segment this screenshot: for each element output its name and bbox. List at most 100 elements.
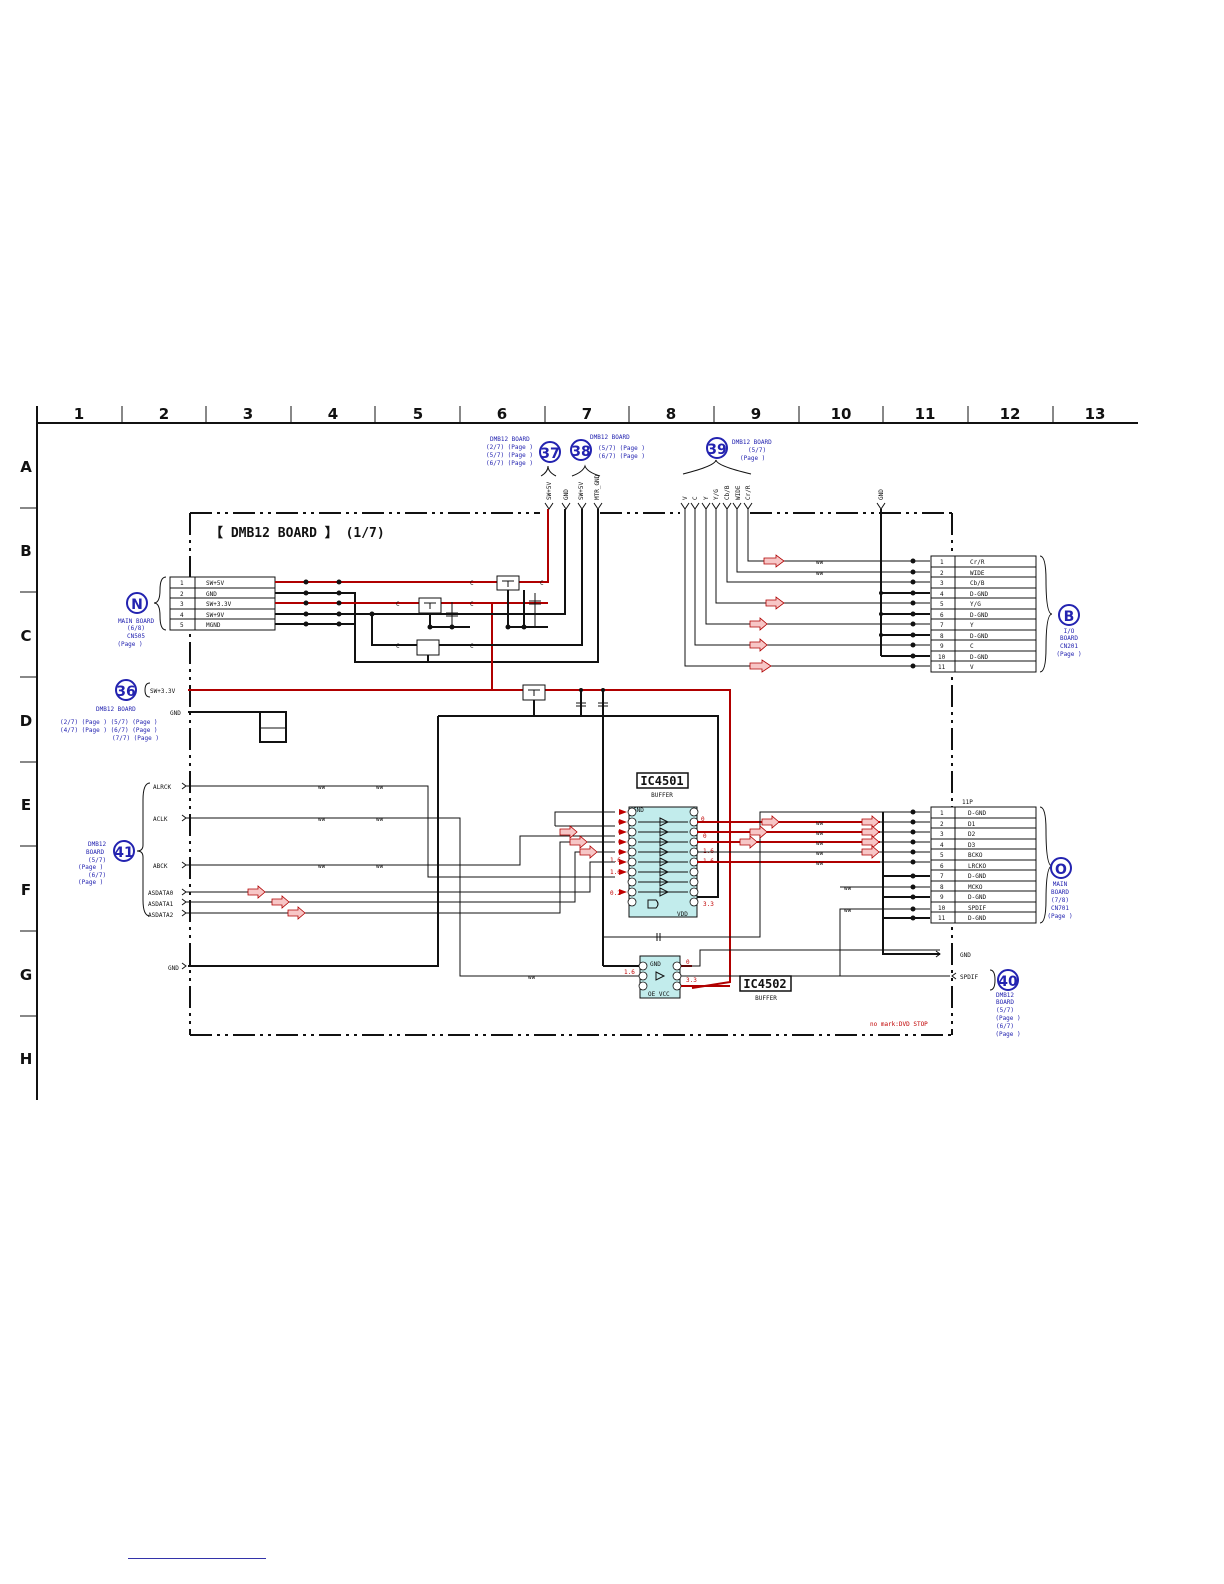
- signal-spdif: SPDIF: [960, 974, 978, 981]
- conn-o-pin2-num: 2: [940, 821, 944, 828]
- ref-36-line3: (4/7) (Page ) (6/7) (Page ): [60, 727, 158, 734]
- grid-col-13: 13: [1085, 405, 1106, 423]
- ic4501-v-2: 0: [618, 829, 622, 836]
- conn-n-cap3: CN505: [127, 633, 145, 640]
- top-signal-c: C: [692, 496, 699, 500]
- conn-b-pin5-name: Y/G: [970, 601, 981, 608]
- signal-gnd-right: GND: [960, 952, 971, 959]
- signal-alrck: ALRCK: [153, 784, 171, 791]
- ref-37-line3: (5/7) (Page ): [486, 452, 533, 459]
- conn-b-pin1-name: Cr/R: [970, 559, 985, 566]
- top-signal-v: V: [682, 496, 689, 500]
- conn-b-cap3: CN201: [1060, 643, 1078, 650]
- conn-n-pin2-num: 2: [180, 591, 184, 598]
- conn-b-pin2-name: WIDE: [970, 570, 985, 577]
- ref-39-line2: (5/7): [748, 447, 766, 454]
- cap-mark-5: C: [396, 643, 400, 650]
- footer-rule: [128, 1558, 266, 1559]
- conn-o-cap3: (7/8): [1051, 897, 1069, 904]
- res-aclk-3: ww: [528, 974, 536, 981]
- grid-row-h: H: [20, 1050, 33, 1068]
- conn-b-pin2-num: 2: [940, 570, 944, 577]
- right-signals: GND SPDIF: [840, 950, 996, 991]
- conn-b-pin11-num: 11: [938, 664, 946, 671]
- conn-n-pin4-name: SW+9V: [206, 612, 224, 619]
- conn-o-pin8-num: 8: [940, 884, 944, 891]
- conn-b-pin3-name: Cb/B: [970, 580, 985, 587]
- conn-n-pin5-num: 5: [180, 622, 184, 629]
- top-signal-mtr-gnd: MTR_GND: [594, 474, 601, 500]
- signal-asdata1: ASDATA1: [148, 901, 174, 908]
- ic4501-v-12: 3.3: [703, 901, 714, 908]
- grid-col-9: 9: [751, 405, 761, 423]
- conn-n-pin1-name: SW+5V: [206, 580, 224, 587]
- conn-o-pin5-num: 5: [940, 852, 944, 859]
- ref-40-line1: DMB12: [996, 992, 1014, 999]
- conn-o-pin6-num: 6: [940, 863, 944, 870]
- ref-37-line2: (2/7) (Page ): [486, 444, 533, 451]
- signal-asdata2: ASDATA2: [148, 912, 174, 919]
- grid-col-6: 6: [497, 405, 507, 423]
- top-signals: SW+5V GND SW+5V MTR_GND V C Y Y/G Cb/B W…: [546, 474, 885, 500]
- conn-n-pin1-num: 1: [180, 580, 184, 587]
- conn-b-pin11-name: V: [970, 664, 974, 671]
- conn-o-pin4-num: 4: [940, 842, 944, 849]
- conn-b-pin4-num: 4: [940, 591, 944, 598]
- conn-b-pin1-num: 1: [940, 559, 944, 566]
- ic4501-v-8: 0.2: [610, 890, 621, 897]
- ref-41-line1: DMB12: [88, 841, 106, 848]
- ref-39-line3: (Page ): [740, 455, 765, 462]
- conn-n-pin5-name: MGND: [206, 622, 221, 629]
- ref-36-line4: (7/7) (Page ): [112, 735, 159, 742]
- signal-sw33v: SW+3.3V: [150, 688, 176, 695]
- conn-o-pin3-name: D2: [968, 831, 976, 838]
- ref-40-line6: (Page ): [995, 1031, 1020, 1038]
- ref-41-line6: (Page ): [78, 879, 103, 886]
- ic4501-v-5: 0: [701, 816, 705, 823]
- conn-b-pin8-name: D-GND: [970, 633, 988, 640]
- ic4502-v-1: 1.6: [624, 969, 635, 976]
- conn-o-pin9-num: 9: [940, 894, 944, 901]
- res-aclk-1: ww: [318, 816, 326, 823]
- ref-41: 41 DMB12 BOARD (5/7) (Page ) (6/7) (Page…: [78, 782, 151, 917]
- grid-row-a: A: [20, 458, 32, 476]
- board-title: 【 DMB12 BOARD 】 (1/7): [210, 525, 385, 541]
- res-alrck-1: ww: [318, 784, 326, 791]
- top-signal-gnd: GND: [563, 489, 570, 500]
- conn-b-pin3-num: 3: [940, 580, 944, 587]
- res-out-2: ww: [816, 830, 824, 837]
- grid-frame: 1 2 3 4 5 6 7 8 9 10 11 12 13 A B C D E …: [20, 405, 1138, 1100]
- note-dvd-stop: no mark:DVD STOP: [870, 1021, 928, 1028]
- conn-o-pin2-name: D1: [968, 821, 976, 828]
- conn-b-pin7-num: 7: [940, 622, 944, 629]
- conn-b-pin10-name: D-GND: [970, 654, 988, 661]
- top-signal-gnd-right: GND: [878, 489, 885, 500]
- ref-37-line1: DMB12 BOARD: [490, 436, 530, 443]
- signal-aclk: ACLK: [153, 816, 168, 823]
- conn-b-pin6-num: 6: [940, 612, 944, 619]
- top-signal-yg: Y/G: [713, 489, 720, 500]
- ref-41-line4: (Page ): [78, 864, 103, 871]
- res-out-1: ww: [816, 820, 824, 827]
- ic4502-inner-bottom: OE VCC: [648, 991, 670, 998]
- signal-asdata0: ASDATA0: [148, 890, 174, 897]
- ref-40: 40 DMB12 BOARD (5/7) (Page ) (6/7) (Page…: [995, 969, 1021, 1038]
- top-connector-stubs: [544, 502, 886, 510]
- conn-o-cap5: (Page ): [1047, 913, 1072, 920]
- grid-col-1: 1: [74, 405, 84, 423]
- conn-b-cap1: I/O: [1064, 628, 1075, 635]
- ic4501: GND VDD: [619, 806, 699, 918]
- ic4501-v-4: 0: [618, 849, 622, 856]
- ic4501-v-7: 1.6: [610, 869, 621, 876]
- connector-o: 11P 1 D-GND 2 D1 3 D2 4 D3 5 BCKO 6 LRCK…: [880, 799, 1073, 955]
- conn-b-badge: B: [1064, 609, 1075, 625]
- res-crr: ww: [816, 559, 824, 566]
- ref-38-line1: DMB12 BOARD: [590, 434, 630, 441]
- ic4501-v-1: 0: [618, 819, 622, 826]
- conn-n-pin3-num: 3: [180, 601, 184, 608]
- conn-o-cap2: BOARD: [1051, 889, 1069, 896]
- ref-38-line2: (5/7) (Page ): [598, 445, 645, 452]
- conn-b-cap2: BOARD: [1060, 635, 1078, 642]
- res-abck-1: ww: [318, 863, 326, 870]
